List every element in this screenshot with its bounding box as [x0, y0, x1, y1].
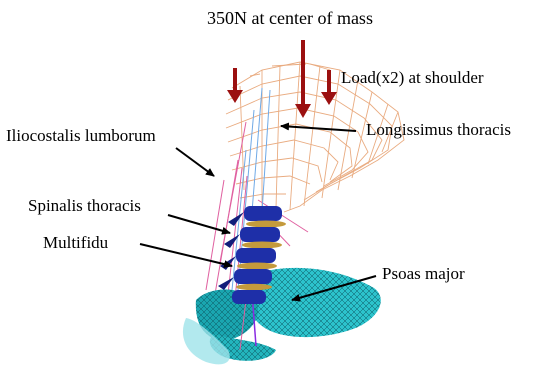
label-iliocostalis-lumborum: Iliocostalis lumborum: [6, 127, 156, 144]
label-spinalis-thoracis: Spinalis thoracis: [28, 197, 141, 214]
pointer-spinalis: [168, 215, 230, 233]
pointer-iliocostalis: [176, 148, 214, 176]
label-psoas-major: Psoas major: [382, 265, 465, 282]
load-arrow-center: [295, 40, 311, 118]
label-center-of-mass-load: 350N at center of mass: [207, 9, 373, 27]
label-longissimus-thoracis: Longissimus thoracis: [366, 121, 511, 138]
label-shoulder-load: Load(x2) at shoulder: [341, 69, 484, 86]
label-multifidu: Multifidu: [43, 234, 108, 251]
pointer-multifidu: [140, 244, 232, 266]
pointer-longissimus: [281, 126, 356, 131]
